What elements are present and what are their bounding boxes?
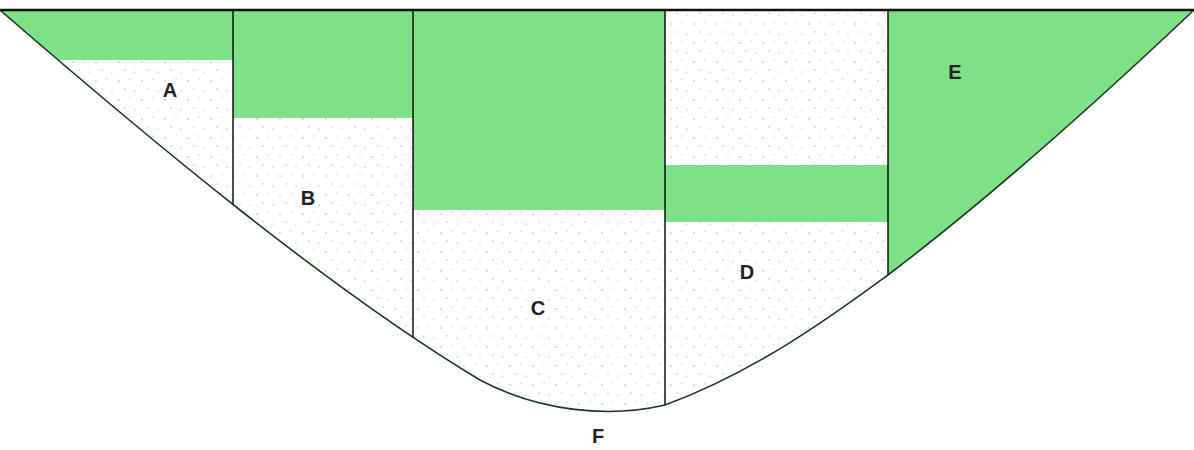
section-label: F: [592, 426, 604, 446]
section-label: A: [163, 80, 177, 100]
water-surface: [0, 9, 1194, 12]
channel-bed: [0, 10, 1194, 411]
section-label: E: [948, 62, 961, 82]
section-label: B: [301, 188, 315, 208]
section-label: C: [531, 298, 545, 318]
section-label: D: [740, 262, 754, 282]
